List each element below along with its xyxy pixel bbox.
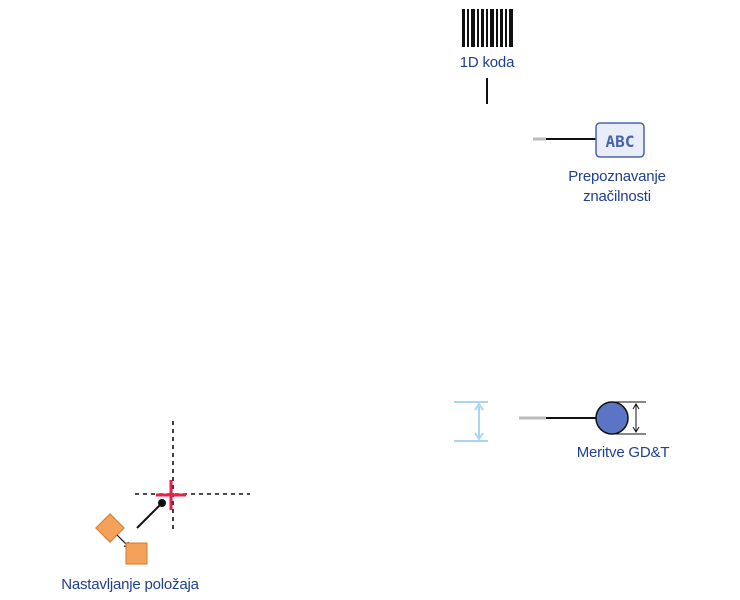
- move-square-target-icon: [125, 542, 148, 565]
- position-label: Nastavljanje položaja: [61, 576, 199, 593]
- ocr-label-line2: značilnosti: [583, 188, 651, 205]
- gdt-label: Meritve GD&T: [576, 444, 670, 461]
- position-dashed-axes: [135, 421, 250, 530]
- ocr-label-line1: Prepoznavanje: [568, 168, 666, 185]
- barcode-label: 1D koda: [459, 54, 515, 71]
- crosshair-icon: [156, 480, 186, 510]
- barcode-icon: [462, 9, 513, 47]
- gdt-circle-icon: [595, 401, 646, 435]
- ocr-chip-icon: ABC: [595, 122, 645, 158]
- ocr-label: Prepoznavanje značilnosti: [547, 167, 687, 207]
- gdt-guide-icon: [454, 401, 488, 442]
- ocr-chip-text: ABC: [606, 132, 635, 151]
- position-pointer: [136, 499, 166, 529]
